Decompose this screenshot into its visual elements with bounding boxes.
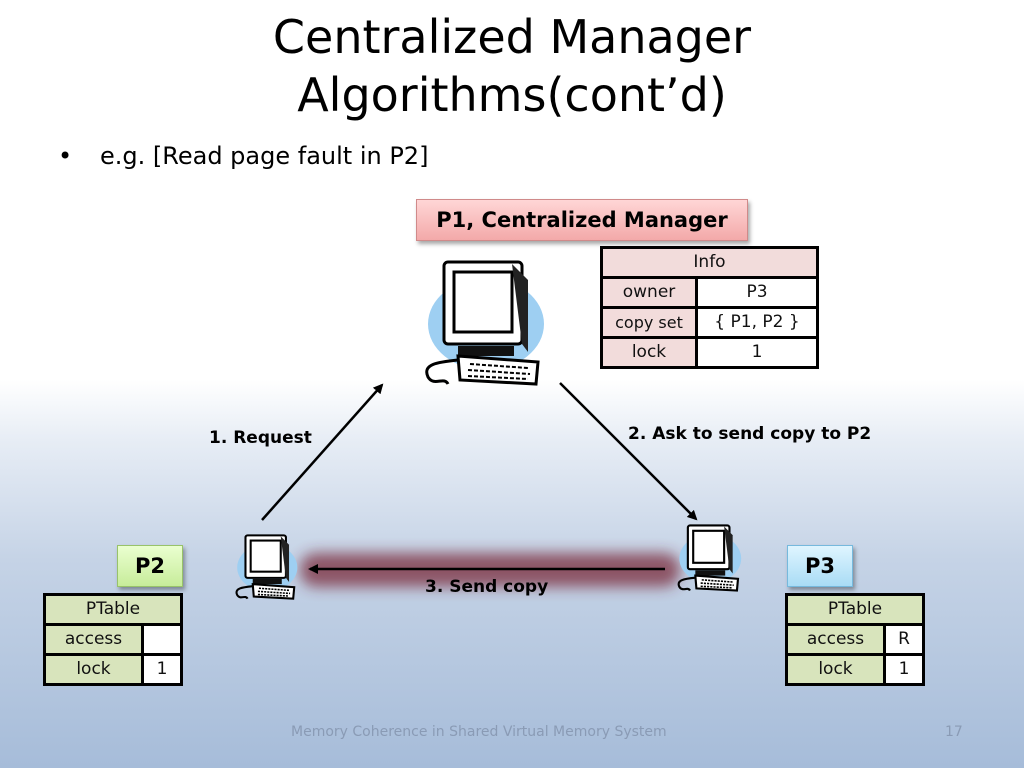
- ask-label: 2. Ask to send copy to P2: [628, 424, 872, 444]
- info-value-copy-set: { P1, P2 }: [695, 306, 819, 339]
- p3-ptable-header: PTable: [785, 593, 925, 626]
- p3-value-lock: 1: [883, 653, 925, 686]
- bullet-marker: •: [58, 142, 73, 170]
- info-value-owner: P3: [695, 276, 819, 309]
- p2-label: P2: [117, 545, 183, 587]
- title-line-2: Algorithms(cont’d): [297, 68, 727, 122]
- p2-key-lock: lock: [43, 653, 144, 686]
- p2-value-lock: 1: [141, 653, 183, 686]
- info-key-owner: owner: [600, 276, 698, 309]
- p2-key-access: access: [43, 623, 144, 656]
- p3-ptable: PTable access R lock 1: [785, 593, 925, 686]
- info-key-lock: lock: [600, 336, 698, 369]
- p3-computer-icon: [677, 524, 742, 592]
- request-label: 1. Request: [209, 428, 312, 448]
- p2-ptable: PTable access lock 1: [43, 593, 183, 686]
- manager-label: P1, Centralized Manager: [416, 199, 748, 241]
- info-value-lock: 1: [695, 336, 819, 369]
- bullet-text: e.g. [Read page fault in P2]: [100, 142, 429, 170]
- p2-value-access: [141, 623, 183, 656]
- p1-computer-icon: [425, 260, 544, 386]
- page-number: 17: [945, 724, 963, 740]
- p2-ptable-header: PTable: [43, 593, 183, 626]
- p2-computer-icon: [235, 534, 298, 600]
- bullet-item: • e.g. [Read page fault in P2]: [58, 142, 428, 170]
- p3-key-lock: lock: [785, 653, 886, 686]
- footer-text: Memory Coherence in Shared Virtual Memor…: [291, 724, 667, 740]
- request-arrow: [261, 383, 384, 521]
- info-table: Info owner P3 copy set { P1, P2 } lock 1: [600, 246, 819, 369]
- slide-title: Centralized Manager Algorithms(cont’d): [0, 8, 1024, 124]
- send-copy-label: 3. Send copy: [425, 577, 549, 597]
- p3-label: P3: [787, 545, 853, 587]
- title-line-1: Centralized Manager: [272, 10, 752, 64]
- p3-key-access: access: [785, 623, 886, 656]
- info-key-copy-set: copy set: [600, 306, 698, 339]
- ask-arrow: [559, 382, 698, 521]
- info-table-header: Info: [600, 246, 819, 279]
- p3-value-access: R: [883, 623, 925, 656]
